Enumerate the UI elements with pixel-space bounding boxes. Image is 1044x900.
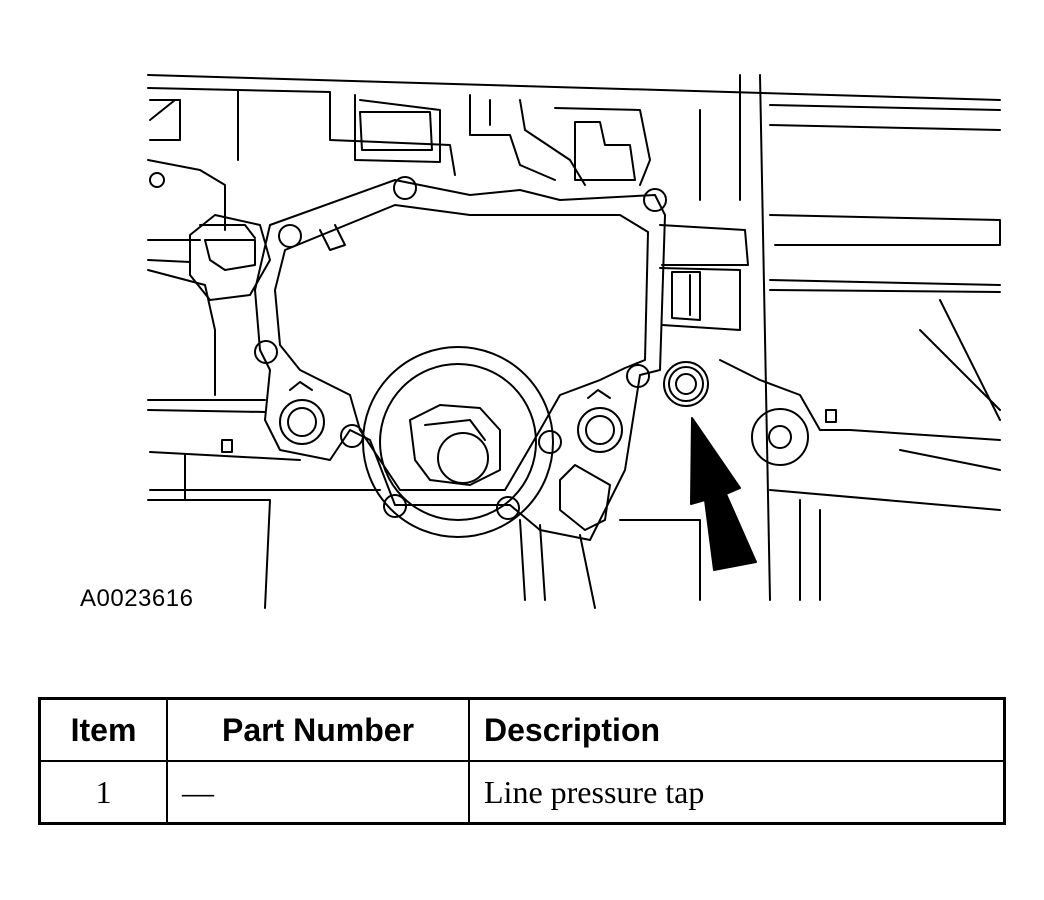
pointer-arrow bbox=[690, 417, 757, 571]
parts-table: Item Part Number Description 1 — Line pr… bbox=[38, 697, 1006, 825]
header-part-number: Part Number bbox=[166, 697, 470, 762]
connector bbox=[659, 224, 749, 331]
line-pressure-tap-plug bbox=[663, 361, 709, 407]
left-bolt bbox=[279, 381, 325, 445]
cell-item: 1 bbox=[38, 760, 168, 825]
upper-left-bolt bbox=[189, 214, 271, 301]
sensor-plate-inner bbox=[274, 204, 649, 491]
casing-lines bbox=[147, 74, 1001, 609]
right-boss bbox=[751, 408, 809, 466]
table-header-row: Item Part Number Description bbox=[38, 697, 1006, 762]
manual-shaft bbox=[362, 346, 554, 538]
illustration: A0023616 bbox=[80, 74, 1001, 612]
cell-part-number: — bbox=[166, 760, 470, 825]
gasket-holes bbox=[254, 176, 667, 520]
header-item: Item bbox=[38, 697, 168, 762]
slot bbox=[559, 464, 611, 531]
figure-id-label: A0023616 bbox=[80, 585, 194, 612]
sensor-plate bbox=[254, 179, 666, 541]
table-row: 1 — Line pressure tap bbox=[38, 760, 1006, 825]
right-bolt bbox=[577, 389, 623, 453]
transmission-illustration bbox=[147, 74, 1001, 609]
studs bbox=[149, 172, 837, 453]
header-description: Description bbox=[468, 697, 1006, 762]
cell-description: Line pressure tap bbox=[468, 760, 1006, 825]
